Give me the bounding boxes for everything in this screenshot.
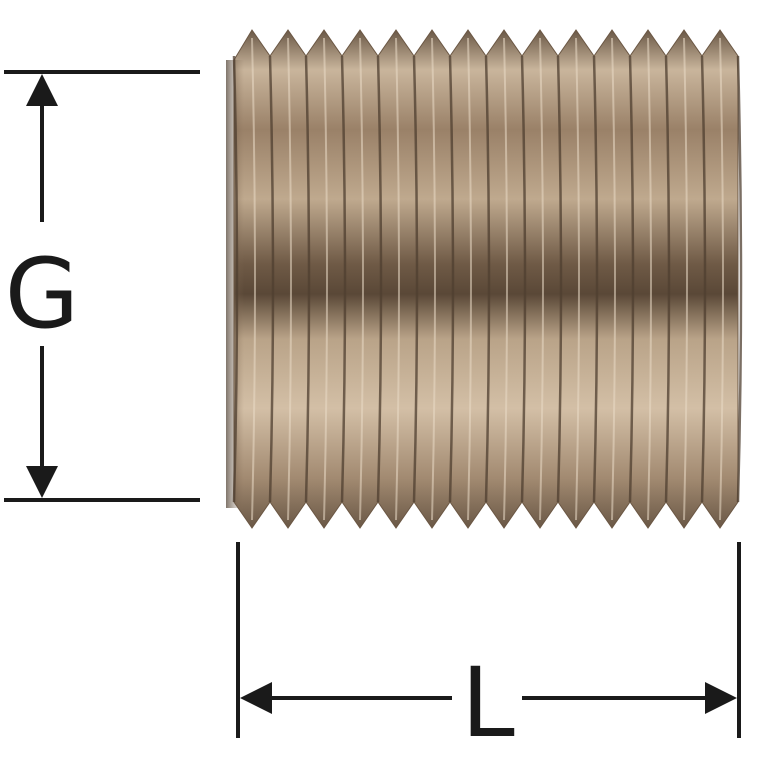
thread-crest-highlight (647, 37, 652, 521)
thread-crest-highlight (683, 37, 688, 521)
thread-crest-highlight (251, 37, 256, 521)
thread-crest-highlight (719, 37, 724, 521)
thread-groove (268, 55, 275, 503)
thread-crest-highlight (323, 37, 328, 521)
thread-groove (520, 55, 527, 503)
thread-groove (484, 55, 491, 503)
thread-groove (340, 55, 347, 503)
g-up-arrowhead (26, 74, 58, 106)
thread-crest-highlight (503, 37, 508, 521)
thread-groove (628, 55, 635, 503)
g-dimension-label: G (5, 238, 79, 350)
thread-groove (736, 55, 743, 503)
thread-crest-highlight (431, 37, 436, 521)
thread-crest-highlight (395, 37, 400, 521)
thread-crest-highlight (359, 37, 364, 521)
l-left-arrowhead (240, 682, 272, 714)
l-dimension-label: L (461, 647, 514, 759)
threaded-nipple-body (226, 29, 743, 529)
g-down-arrowhead (26, 466, 58, 498)
thread-groove (592, 55, 599, 503)
thread-groove (448, 55, 455, 503)
thread-groove (304, 55, 311, 503)
l-right-arrowhead (705, 682, 737, 714)
thread-crest-highlight (467, 37, 472, 521)
thread-crest-highlight (539, 37, 544, 521)
left-end-shading (226, 60, 244, 508)
thread-crest-highlight (611, 37, 616, 521)
thread-groove (412, 55, 419, 503)
thread-groove (664, 55, 671, 503)
dimension-g: G (4, 70, 200, 502)
thread-grooves (232, 37, 743, 521)
thread-groove (556, 55, 563, 503)
thread-groove (232, 55, 239, 503)
dimension-l: L (236, 542, 741, 759)
thread-groove (700, 55, 707, 503)
thread-crest-highlight (287, 37, 292, 521)
thread-groove (376, 55, 383, 503)
thread-crest-highlight (575, 37, 580, 521)
